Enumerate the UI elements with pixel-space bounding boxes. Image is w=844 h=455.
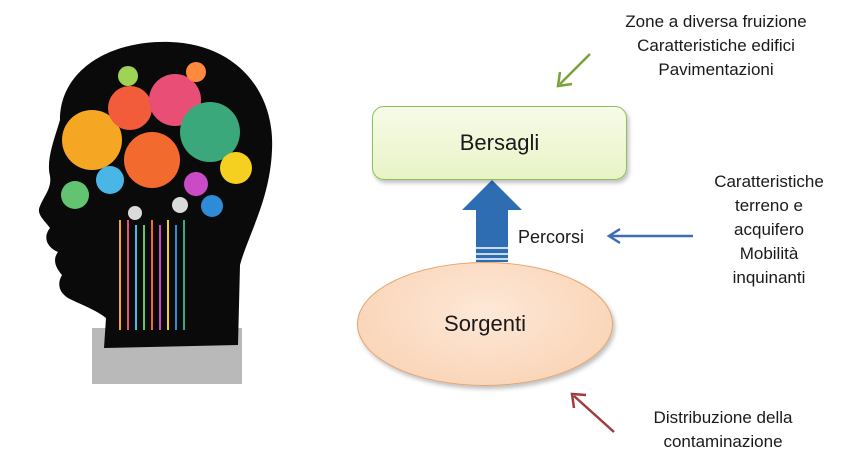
targets-box: Bersagli (372, 106, 627, 180)
pathway-factor-line: Mobilità (739, 244, 799, 263)
up-arrow-icon (462, 180, 522, 262)
green-arrow-icon (556, 53, 591, 88)
targets-label: Bersagli (459, 130, 540, 155)
pathway-factor-line: terreno e (734, 196, 804, 215)
pathway-factor-line: inquinanti (732, 268, 806, 287)
pathway-factor-line: Caratteristiche (714, 172, 824, 191)
red-arrow-icon (570, 392, 615, 433)
source-factors-note: Distribuzione della contaminazione (618, 406, 828, 454)
pathways-label: Percorsi (518, 225, 584, 249)
pathway-factor-line: acquifero (734, 220, 804, 239)
sources-label: Sorgenti (444, 311, 526, 336)
pathway-factors-note: Caratteristiche terreno e acquifero Mobi… (698, 170, 840, 290)
sources-ellipse: Sorgenti (357, 262, 613, 386)
source-factor-line: contaminazione (663, 432, 783, 451)
targets-factor-line: Zone a diversa fruizione (625, 12, 807, 31)
blue-arrow-icon (606, 227, 693, 245)
pathways-text: Percorsi (518, 227, 585, 247)
circuit-lines (119, 220, 185, 330)
targets-factor-line: Pavimentazioni (658, 60, 774, 79)
idea-bubbles-icon (61, 62, 252, 220)
targets-factors-note: Zone a diversa fruizione Caratteristiche… (596, 10, 836, 82)
targets-factor-line: Caratteristiche edifici (637, 36, 795, 55)
source-factor-line: Distribuzione della (653, 408, 793, 427)
